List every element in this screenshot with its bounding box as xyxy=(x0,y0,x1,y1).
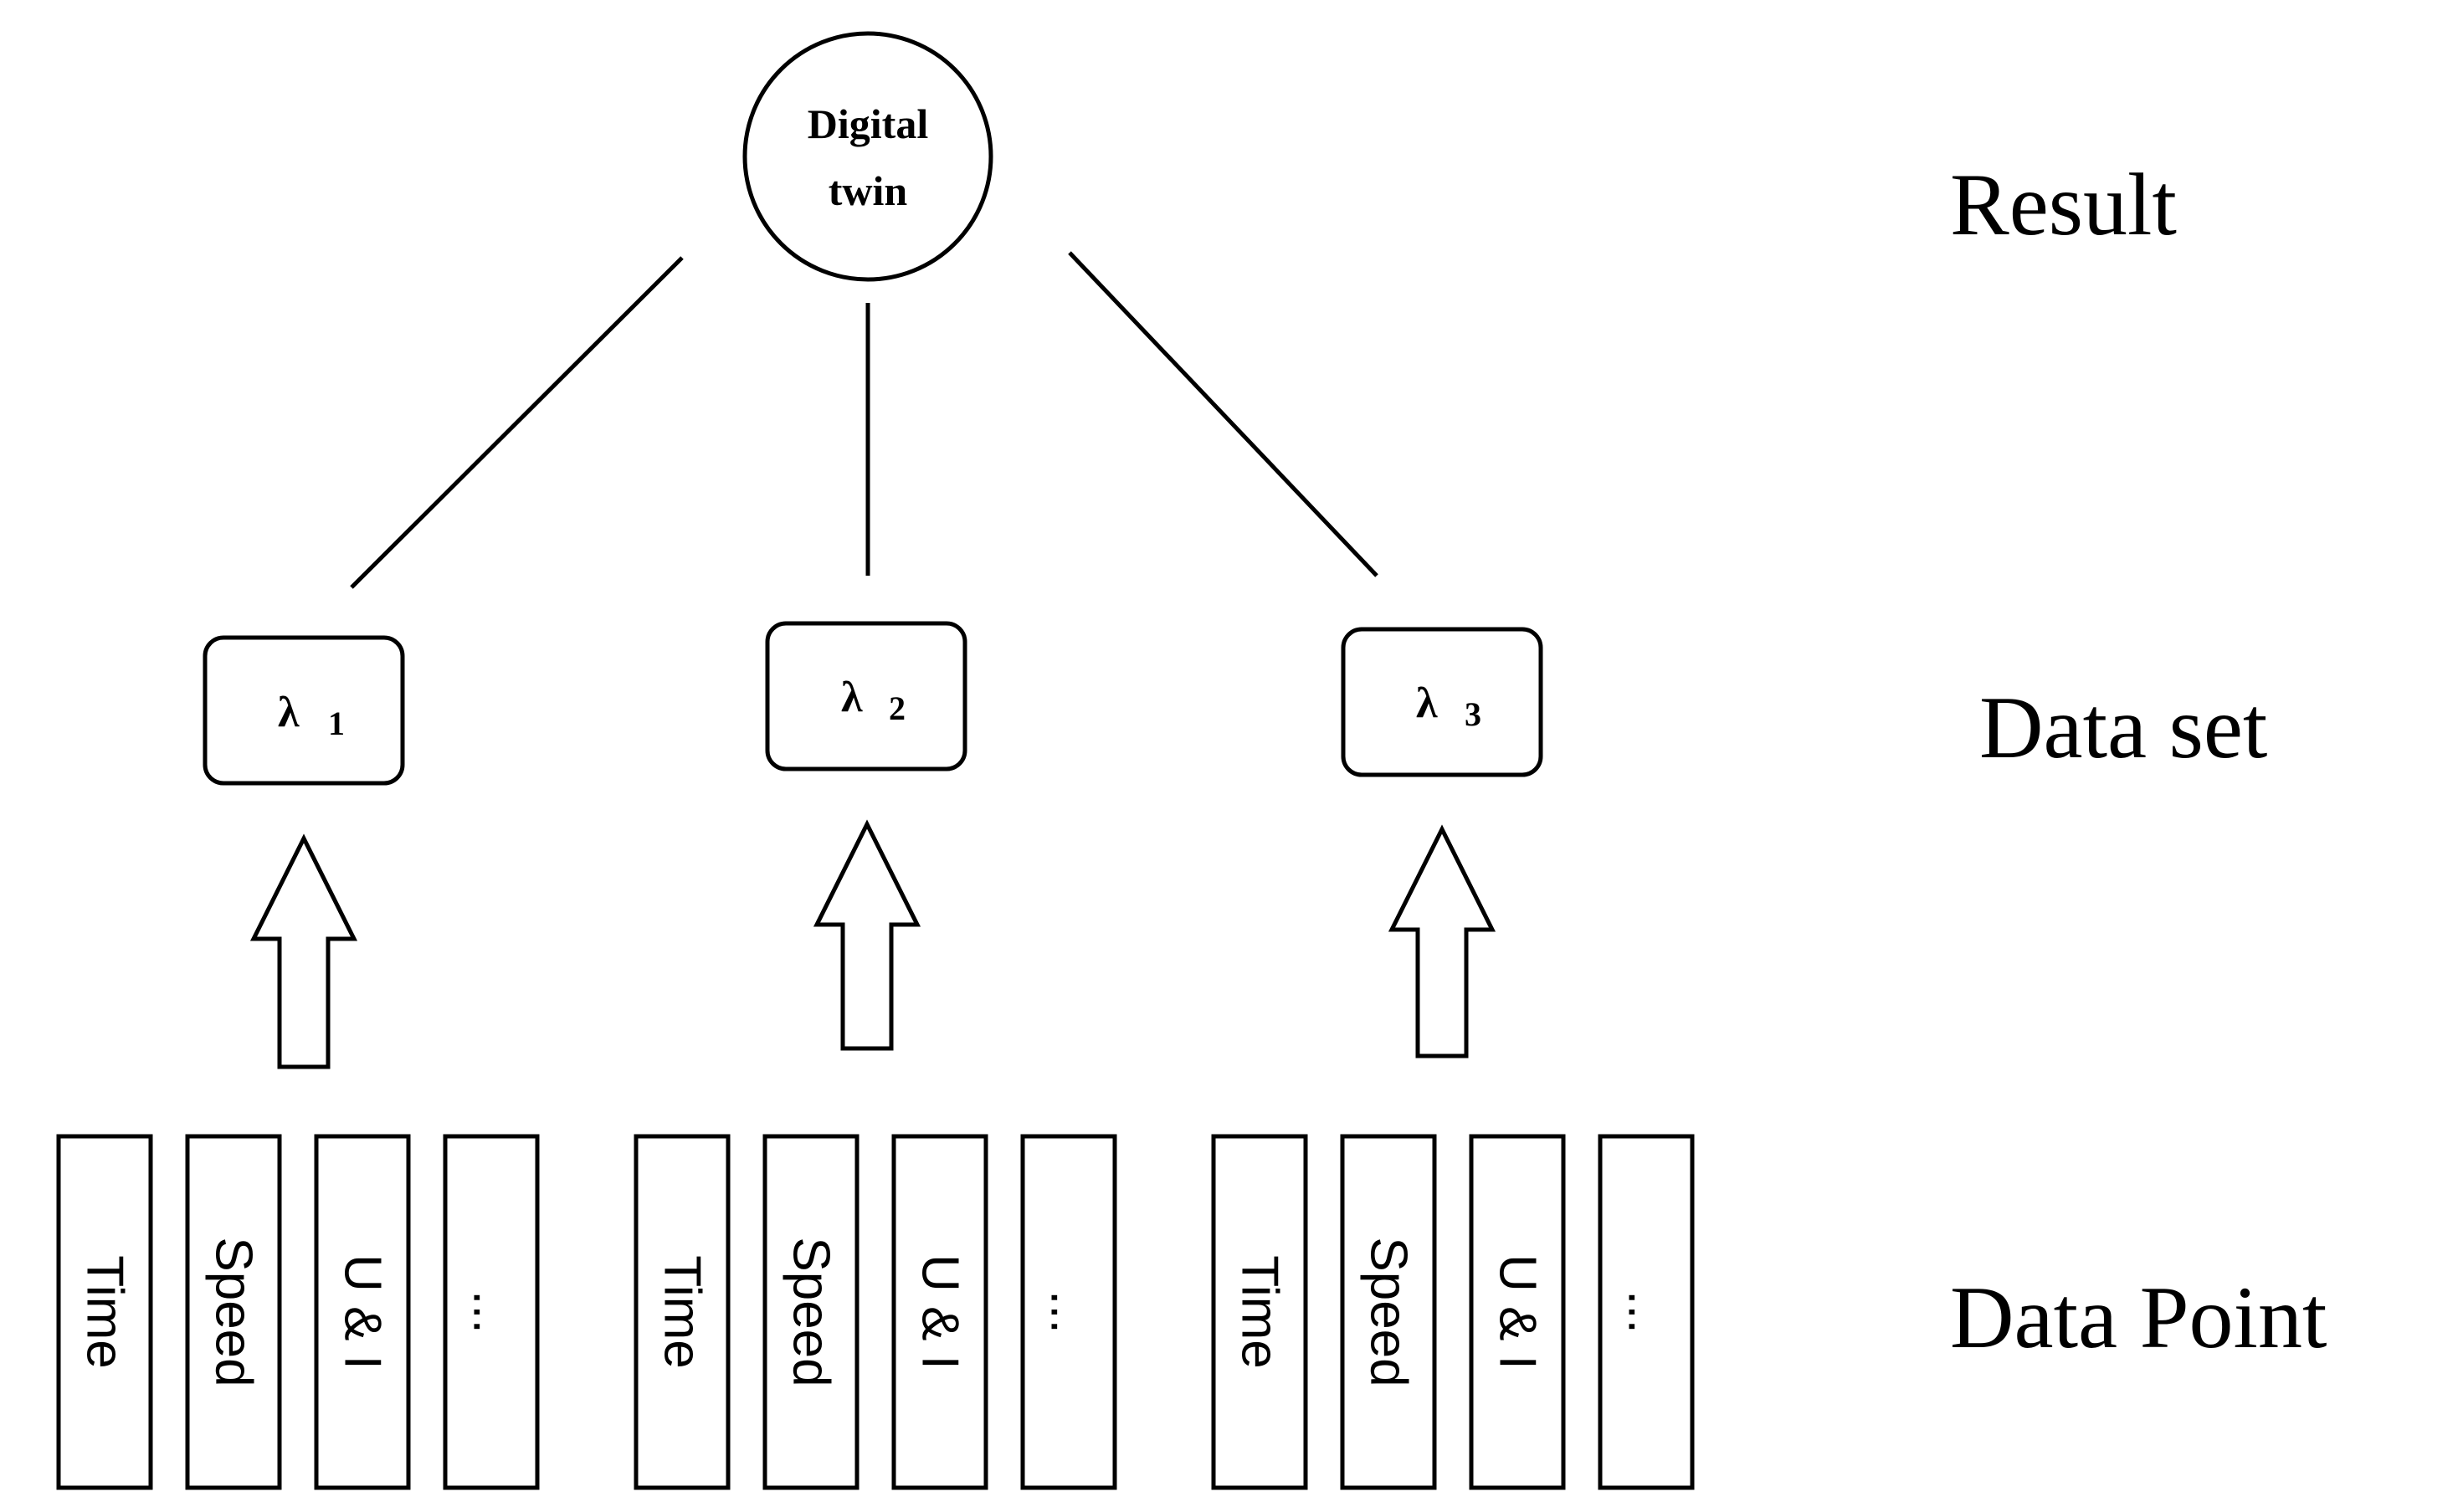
dataset-box xyxy=(1341,627,1543,777)
datapoint-label: ... xyxy=(463,1290,521,1334)
datapoint-label: Speed xyxy=(1360,1237,1418,1386)
datapoint-label: U & I xyxy=(1489,1254,1547,1370)
datapoint-label: Speed xyxy=(783,1237,840,1386)
datapoint-bar: U & I xyxy=(314,1134,411,1490)
datapoint-label: Time xyxy=(654,1255,711,1368)
datapoint-label: U & I xyxy=(911,1254,969,1370)
dataset-box xyxy=(765,621,967,771)
datapoint-bar: U & I xyxy=(1469,1134,1566,1490)
dataset-node-2: λ 2 xyxy=(765,621,967,771)
datapoint-bar: ... xyxy=(1598,1134,1695,1490)
dataset-node-1: λ 1 xyxy=(203,635,405,786)
root-circle xyxy=(742,31,993,282)
dataset-symbol: λ xyxy=(1416,679,1438,727)
datapoint-bar: Speed xyxy=(185,1134,282,1490)
level-label-result: Result xyxy=(1950,156,2177,254)
up-arrow-icon xyxy=(249,833,358,1069)
datapoint-label: Time xyxy=(1231,1255,1289,1368)
datapoint-bar: Time xyxy=(634,1134,731,1490)
datapoint-bar: Time xyxy=(1211,1134,1308,1490)
datapoint-group-2: Time Speed U & I ... xyxy=(634,1134,1117,1490)
datapoint-bar: Speed xyxy=(1340,1134,1437,1490)
dataset-box xyxy=(203,635,405,786)
datapoint-group-3: Time Speed U & I ... xyxy=(1211,1134,1695,1490)
connector-line-1 xyxy=(350,256,684,589)
dataset-node-3: λ 3 xyxy=(1341,627,1543,777)
datapoint-label: Time xyxy=(76,1255,134,1368)
up-arrow-icon xyxy=(813,819,921,1051)
level-label-datapoint: Data Point xyxy=(1950,1269,2327,1366)
datapoint-label: Speed xyxy=(205,1237,263,1386)
connector-line-3 xyxy=(1068,251,1378,577)
datapoint-bar: ... xyxy=(443,1134,540,1490)
datapoint-label: U & I xyxy=(334,1254,392,1370)
datapoint-bar: Time xyxy=(56,1134,153,1490)
root-label-line2: twin xyxy=(829,167,908,214)
up-arrow-icon xyxy=(1388,824,1496,1058)
dataset-subscript: 1 xyxy=(328,705,345,742)
dataset-symbol: λ xyxy=(278,689,300,736)
datapoint-group-1: Time Speed U & I ... xyxy=(56,1134,540,1490)
dataset-subscript: 3 xyxy=(1465,695,1481,733)
datapoint-label: ... xyxy=(1618,1290,1675,1334)
level-label-dataset: Data set xyxy=(1979,679,2267,777)
datapoint-bar: Speed xyxy=(762,1134,860,1490)
datapoint-label: ... xyxy=(1040,1290,1098,1334)
datapoint-bar: ... xyxy=(1020,1134,1117,1490)
root-node: Digital twin xyxy=(742,31,993,282)
root-label-line1: Digital xyxy=(808,100,929,147)
dataset-subscript: 2 xyxy=(889,689,906,727)
datapoint-bar: U & I xyxy=(891,1134,988,1490)
dataset-symbol: λ xyxy=(841,674,863,721)
